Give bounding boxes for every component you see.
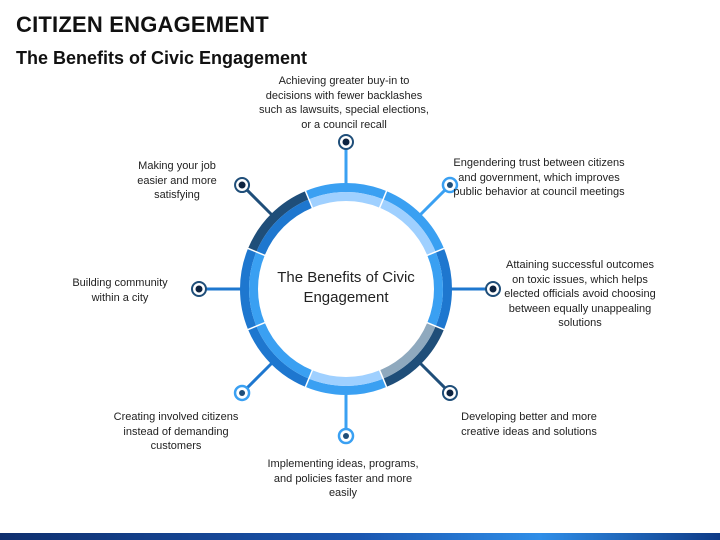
- ring-segment-inner-toxic-issues: [427, 251, 443, 327]
- ring-segment-outer-faster: [305, 378, 387, 395]
- ring-segment-outer-buy-in: [305, 183, 387, 200]
- node-dot-job-satisfying: [238, 181, 246, 189]
- ring-segment-inner-faster: [308, 370, 384, 386]
- ring-segment-inner-community: [249, 251, 265, 327]
- node-dot-community: [195, 285, 203, 293]
- ring-segment-outer-community: [240, 248, 257, 330]
- benefit-label-job-satisfying: Making your job easier and more satisfyi…: [137, 160, 217, 201]
- ring-separator-trust: [426, 247, 446, 257]
- ring-segment-outer-job-satisfying: [248, 191, 309, 252]
- ring-segment-outer-toxic-issues: [435, 248, 453, 330]
- benefit-label-creative-ideas: Developing better and more creative idea…: [461, 411, 597, 438]
- benefit-label-involved-citizens: Creating involved citizens instead of de…: [113, 411, 239, 452]
- ring-segment-inner-trust: [379, 199, 436, 256]
- node-dot-trust: [446, 182, 453, 189]
- ring-segment-inner-buy-in: [308, 191, 384, 208]
- node-dot-faster: [343, 433, 349, 439]
- benefit-label-toxic-issues: Attaining successful outcomes on toxic i…: [504, 259, 656, 329]
- slide-subtitle: The Benefits of Civic Engagement: [16, 48, 308, 68]
- ring-separator-buy-in: [378, 189, 388, 209]
- benefit-label-faster: Implementing ideas, programs, and polici…: [267, 458, 419, 499]
- node-dot-buy-in: [342, 138, 350, 146]
- ring-segment-inner-involved-citizens: [256, 322, 313, 379]
- ring-separator-job-satisfying: [304, 189, 314, 209]
- benefit-label-buy-in: Achieving greater buy-in to decisions wi…: [259, 75, 429, 131]
- ring-segment-outer-trust: [383, 191, 444, 252]
- node-dot-toxic-issues: [489, 285, 497, 293]
- benefit-label-trust: Engendering trust between citizens and g…: [453, 157, 625, 198]
- ring-segment-outer-involved-citizens: [248, 326, 309, 387]
- wheel-ring: [240, 183, 453, 395]
- footer-accent-bar: [0, 533, 720, 540]
- wheel-nodes: [191, 134, 501, 445]
- ring-separator-community: [246, 247, 266, 257]
- ring-separator-involved-citizens: [246, 321, 266, 331]
- benefit-label-community: Building community within a city: [72, 277, 168, 304]
- ring-segment-inner-creative-ideas: [379, 322, 436, 379]
- ring-separator-faster: [304, 369, 314, 389]
- ring-separator-toxic-issues: [426, 321, 446, 331]
- slide-title: CITIZEN ENGAGEMENT: [16, 12, 269, 37]
- ring-segment-outer-creative-ideas: [383, 326, 444, 387]
- node-dot-involved-citizens: [239, 389, 246, 396]
- ring-separator-creative-ideas: [378, 369, 388, 389]
- wheel-center-label: The Benefits of Civic Engagement: [277, 269, 415, 306]
- node-dot-creative-ideas: [446, 389, 454, 397]
- ring-segment-inner-job-satisfying: [256, 199, 313, 256]
